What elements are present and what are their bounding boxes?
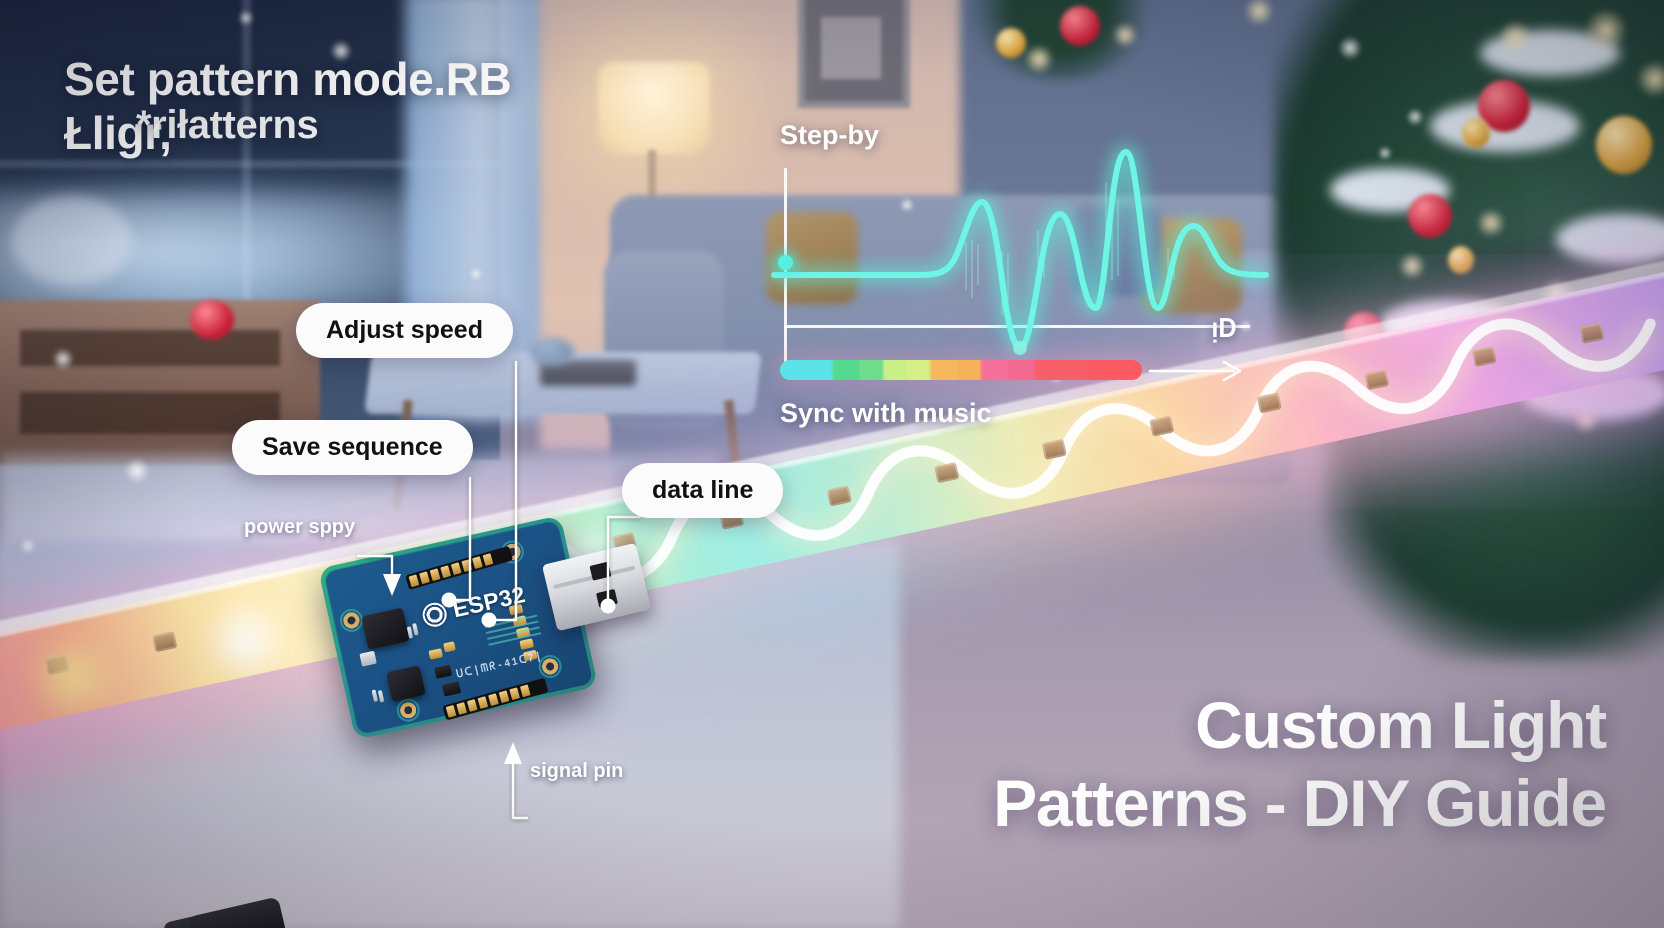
headline-top-line2-overlay: *riłatterns xyxy=(136,103,319,147)
tree-light-4 xyxy=(1476,208,1506,238)
callout-save-sequence[interactable]: Save sequence xyxy=(232,420,473,475)
headline-bottom-line1: Custom Light xyxy=(1195,688,1607,762)
snowflake-4 xyxy=(124,458,150,484)
tree-light-3 xyxy=(1636,60,1664,98)
picture-frame xyxy=(798,0,910,108)
bauble-red-2 xyxy=(1408,194,1452,238)
tree-light-1 xyxy=(1584,8,1628,52)
tree-light-8 xyxy=(1336,388,1362,414)
headline-top-line2: Łligr, *riłatterns xyxy=(64,103,511,160)
decor-ball-shelf xyxy=(190,300,234,340)
headline-bottom-right: Custom Light Patterns - DIY Guide xyxy=(993,686,1607,842)
tree-light-12 xyxy=(1572,406,1600,434)
headline-top-left: Set pattern mode.RB Łligr, *riłatterns xyxy=(64,52,512,160)
bauble-gold-3 xyxy=(1448,246,1474,274)
waveform-path-glow xyxy=(767,145,1273,355)
snow-tree-outside xyxy=(12,196,132,286)
bauble-gold-1 xyxy=(1596,116,1652,174)
axis-vertical xyxy=(784,168,787,374)
waveform-chart xyxy=(767,145,1273,355)
snowflake-6 xyxy=(1338,36,1362,60)
tree-light-5 xyxy=(1540,278,1574,312)
snowflake-8 xyxy=(1378,146,1392,160)
waveform-panel: Step-by ᴉD xyxy=(767,120,1273,440)
waveform-start-dot xyxy=(778,255,793,270)
headline-top-line2-base: Łligr, xyxy=(64,107,172,159)
tree-light-11 xyxy=(1244,0,1274,26)
snowflake-10 xyxy=(1178,440,1192,454)
tree-light-2 xyxy=(1498,20,1532,54)
tree-light-7 xyxy=(1612,320,1644,352)
axis-horizontal xyxy=(784,325,1250,328)
headline-top-line1: Set pattern mode.RB xyxy=(64,53,512,105)
callout-data-line[interactable]: data line xyxy=(622,463,784,518)
axis-end-label: ᴉD xyxy=(1211,312,1237,343)
waveform-title: Step-by xyxy=(780,120,880,150)
esp32-mark-icon xyxy=(420,599,449,629)
christmas-tree-lower xyxy=(1324,240,1664,660)
snowflake-3 xyxy=(52,348,74,370)
headline-bottom-line2: Patterns - DIY Guide xyxy=(993,766,1607,840)
bauble-gold-2 xyxy=(1462,118,1490,148)
tree-light-6 xyxy=(1398,252,1426,280)
snowflake-1 xyxy=(330,40,352,62)
waveform-path xyxy=(771,148,1269,352)
window-mullion-h xyxy=(0,160,500,168)
waveform-end-dot xyxy=(1013,341,1027,355)
tree-light-9 xyxy=(1024,44,1054,74)
gradient-bar-arrow xyxy=(1148,360,1242,382)
annotation-signal-pin: signal pin xyxy=(530,760,624,782)
bauble-red-4 xyxy=(1060,6,1100,46)
tree-light-10 xyxy=(1112,22,1138,48)
snow-branch-4 xyxy=(1380,300,1520,348)
bauble-red-3 xyxy=(1344,312,1384,352)
snow-branch-3 xyxy=(1556,214,1664,264)
snowflake-2 xyxy=(238,10,254,26)
annotation-power-supply: power sppy xyxy=(244,516,356,538)
floor-lamp-shade xyxy=(598,62,710,154)
table-bowl xyxy=(530,338,574,366)
color-gradient-bar[interactable] xyxy=(780,360,1142,380)
sync-with-music-label: Sync with music xyxy=(780,398,992,428)
snowflake-7 xyxy=(1406,108,1424,126)
snowflake-12 xyxy=(900,198,914,212)
snowflake-13 xyxy=(470,268,482,280)
bauble-gold-4 xyxy=(996,28,1026,58)
snowflake-5 xyxy=(20,538,36,554)
callout-adjust-speed[interactable]: Adjust speed xyxy=(296,303,513,358)
